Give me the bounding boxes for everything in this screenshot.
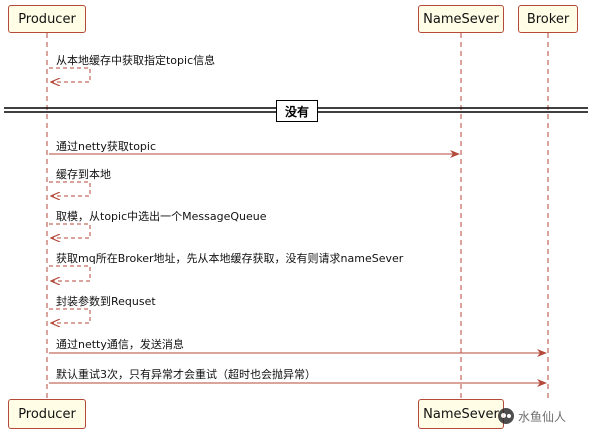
self-message-6-arrow [49, 308, 91, 323]
message-8-label: 默认重试3次，只有异常才会重试（超时也会抛异常） [56, 368, 316, 381]
message-5-label: 获取mq所在Broker地址，先从本地缓存获取，没有则请求nameSever [56, 252, 404, 265]
self-message-3-arrow [49, 181, 91, 196]
divider-label: 没有 [276, 100, 318, 122]
watermark-text: 水鱼仙人 [518, 409, 567, 424]
message-2-label: 通过netty获取topic [56, 140, 157, 153]
participant-producer-top: Producer [8, 5, 86, 33]
participant-broker-top: Broker [518, 5, 578, 33]
participant-nameserver-bottom: NameSever [418, 399, 504, 429]
participant-producer-bottom: Producer [8, 399, 86, 429]
message-7-label: 通过netty通信，发送消息 [56, 338, 184, 351]
watermark: 水鱼仙人 [498, 405, 566, 427]
message-1-label: 从本地缓存中获取指定topic信息 [56, 54, 216, 67]
self-message-4-arrow [49, 223, 91, 238]
message-3-label: 缓存到本地 [56, 168, 111, 181]
self-message-1-arrow [49, 67, 91, 82]
wechat-icon [498, 408, 514, 424]
participant-nameserver-top: NameSever [418, 5, 504, 33]
self-message-5-arrow [49, 265, 91, 281]
message-6-label: 封装参数到Requset [56, 295, 156, 308]
message-4-label: 取模，从topic中选出一个MessageQueue [56, 210, 267, 223]
